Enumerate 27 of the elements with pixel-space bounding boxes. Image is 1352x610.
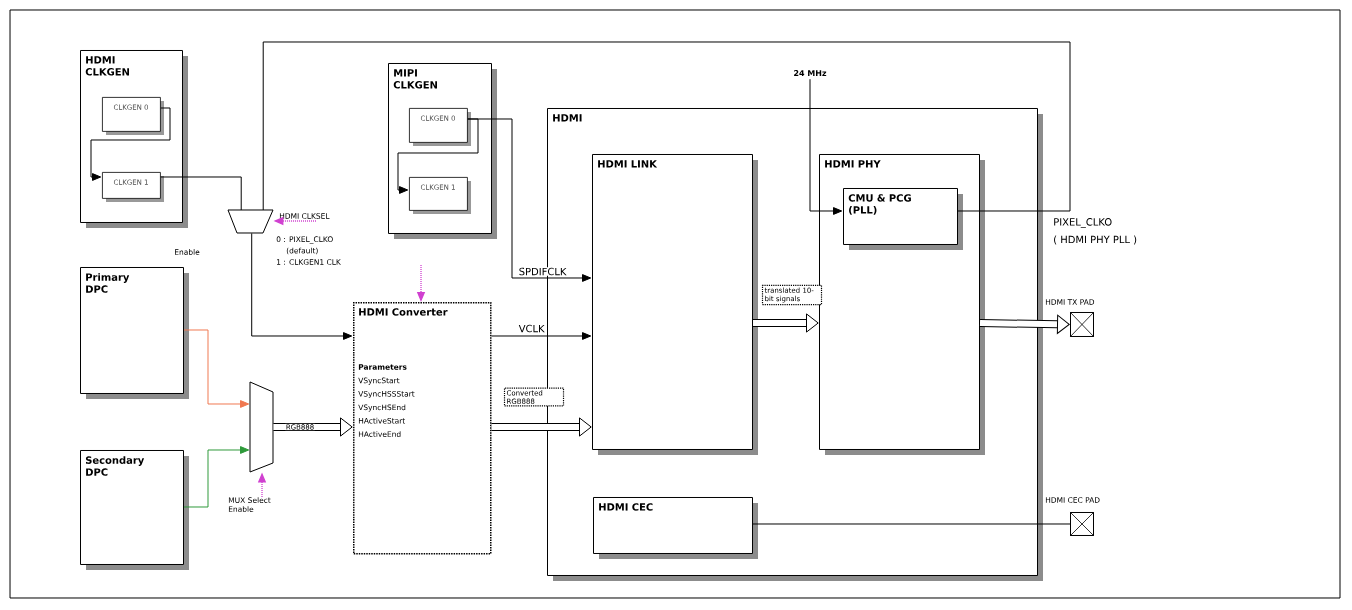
pad-symbol xyxy=(1069,511,1095,537)
arrow xyxy=(251,232,353,340)
connector-line xyxy=(752,523,1071,525)
block-arrow xyxy=(491,417,592,437)
arrow xyxy=(809,78,843,215)
block-box: Primary DPC xyxy=(80,267,189,399)
connector-line xyxy=(262,41,1071,212)
arrow xyxy=(397,118,479,194)
note-text: ( HDMI PHY PLL ) xyxy=(1054,235,1137,245)
connector-line xyxy=(160,176,242,211)
arrow xyxy=(183,329,250,408)
arrow xyxy=(467,118,592,282)
multiplexer-symbol xyxy=(227,209,274,234)
block-arrow xyxy=(979,314,1070,334)
edge-label: VCLK xyxy=(518,324,546,333)
block-box: HDMI LINK xyxy=(592,154,758,455)
block-box: Secondary DPC xyxy=(80,450,189,570)
block-arrow xyxy=(753,313,819,333)
block-box: CMU & PCG (PLL) xyxy=(843,188,963,250)
arrow xyxy=(90,107,171,181)
pad-symbol xyxy=(1069,311,1095,338)
multiplexer-symbol xyxy=(249,381,274,473)
arrow xyxy=(491,332,592,340)
edge-label: SPDIFCLK xyxy=(518,267,567,276)
note-text: PIXEL_CLKO xyxy=(1054,218,1112,228)
arrow xyxy=(183,446,250,508)
block-box: HDMI CEC xyxy=(593,497,758,559)
